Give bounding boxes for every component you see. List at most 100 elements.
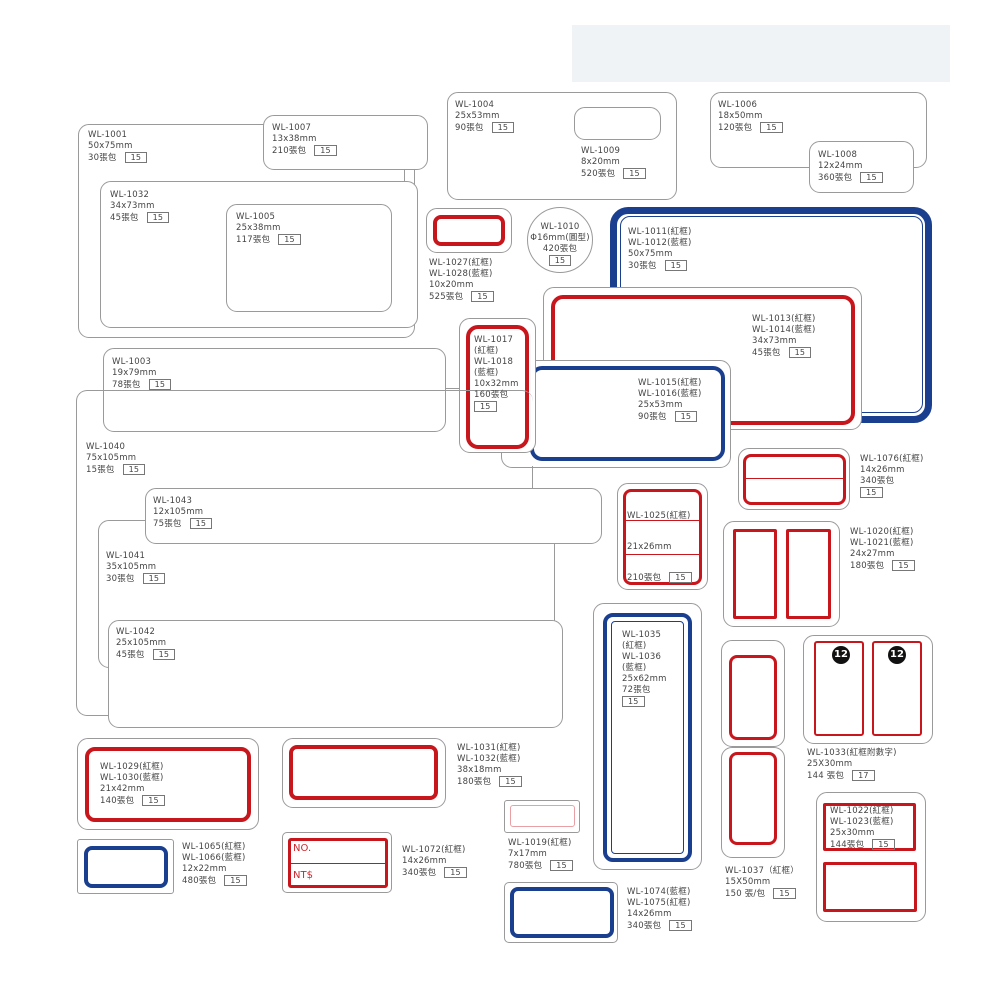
blue-frame-wl-1065 (84, 846, 168, 888)
product-text: 34x73mm (752, 336, 797, 346)
product-text: WL-1032(藍框) (457, 754, 521, 764)
product-text: 150 張/包 (725, 889, 766, 899)
product-text: 15X50mm (725, 877, 771, 887)
product-text: Φ16mm(圓型) (530, 233, 590, 243)
connector-line (446, 388, 460, 389)
product-text: 25X30mm (807, 759, 853, 769)
product-text: 7x17mm (508, 849, 548, 859)
label-outline-wl-1009 (574, 107, 661, 140)
product-detail: 14x26mm (402, 856, 467, 867)
product-text: WL-1029(紅框) (100, 762, 164, 772)
pack-count-row: 15 (474, 401, 519, 413)
product-detail: 12x105mm (153, 507, 212, 518)
product-code: WL-1074(藍框) (627, 887, 692, 898)
pack-count-tag: 15 (122, 464, 146, 475)
number-badge: 12 (832, 646, 850, 664)
product-text: WL-1011(紅框) (628, 227, 692, 237)
product-text: WL-1012(藍框) (628, 238, 692, 248)
product-detail: 14x26mm (860, 465, 924, 476)
product-text: 360張包 (818, 173, 853, 183)
product-code: WL-1072(紅框) (402, 845, 467, 856)
product-text: WL-1023(藍框) (830, 817, 894, 827)
product-text: 50x75mm (88, 141, 133, 151)
product-code: WL-1022(紅框) (830, 806, 895, 817)
field-price-label: NT$ (293, 870, 313, 881)
pack-count-tag: 15 (760, 122, 783, 133)
product-code: WL-1025(紅框) (627, 501, 692, 532)
product-text: WL-1035 (622, 630, 662, 640)
product-detail: 34x73mm (752, 336, 816, 347)
product-detail: 420張包 (528, 244, 592, 255)
product-detail: 25x38mm (236, 223, 301, 234)
product-code: WL-1017 (474, 335, 519, 346)
red-frame-wl-1022-top (823, 803, 916, 851)
product-text: WL-1032 (110, 190, 150, 200)
product-detail: (藍框) (474, 368, 519, 379)
pack-count-tag: 15 (444, 867, 467, 878)
pack-count-tag: 15 (224, 875, 247, 886)
red-frame-wl-1076 (743, 454, 846, 505)
pack-count-tag: 15 (622, 696, 645, 707)
product-text: WL-1003 (112, 357, 152, 367)
pack-count-tag: 15 (471, 291, 494, 302)
product-text: WL-1022(紅框) (830, 806, 894, 816)
label-outline-wl-1007 (263, 115, 428, 170)
divider-line (626, 520, 699, 521)
pack-count-tag: 15 (550, 860, 573, 871)
product-detail: 25x30mm (830, 828, 895, 839)
product-text: WL-1031(紅框) (457, 743, 521, 753)
red-frame-wl-1031 (289, 745, 438, 800)
label-outline-wl-1042 (108, 620, 563, 728)
product-detail: 10x20mm (429, 280, 494, 291)
product-text: 25x62mm (622, 674, 667, 684)
divider-line (746, 478, 843, 479)
product-text: WL-1027(紅框) (429, 258, 493, 268)
product-detail: 13x38mm (272, 134, 337, 145)
pack-count-tag: 15 (474, 401, 497, 412)
product-detail: 25X30mm (807, 759, 897, 770)
product-text: WL-1018 (474, 357, 514, 367)
product-text: 340張包 (402, 868, 437, 878)
product-text: 50x75mm (628, 249, 673, 259)
product-code: WL-1009 (581, 146, 646, 157)
product-detail: WL-1075(紅框) (627, 898, 692, 909)
red-frame-wl-1029 (85, 747, 251, 822)
product-text: 210張包 (272, 146, 307, 156)
product-text: 30張包 (628, 261, 657, 271)
product-detail: WL-1014(藍框) (752, 325, 816, 336)
product-detail: 160張包 (474, 390, 519, 401)
product-detail: WL-1032(藍框) (457, 754, 522, 765)
product-text: 14x26mm (627, 909, 672, 919)
label-outline-wl-1031 (282, 738, 446, 808)
red-frame-wl-1037-top (729, 655, 777, 740)
product-detail: WL-1016(藍框) (638, 389, 702, 400)
product-detail: WL-1028(藍框) (429, 269, 494, 280)
product-text: 72張包 (622, 685, 651, 695)
product-text: 25x30mm (830, 828, 875, 838)
product-text: 45張包 (752, 348, 781, 358)
product-text: WL-1042 (116, 627, 156, 637)
pack-count-tag: 15 (146, 212, 170, 223)
pack-count-tag: 15 (669, 920, 692, 931)
product-detail: 75x105mm (86, 453, 145, 464)
